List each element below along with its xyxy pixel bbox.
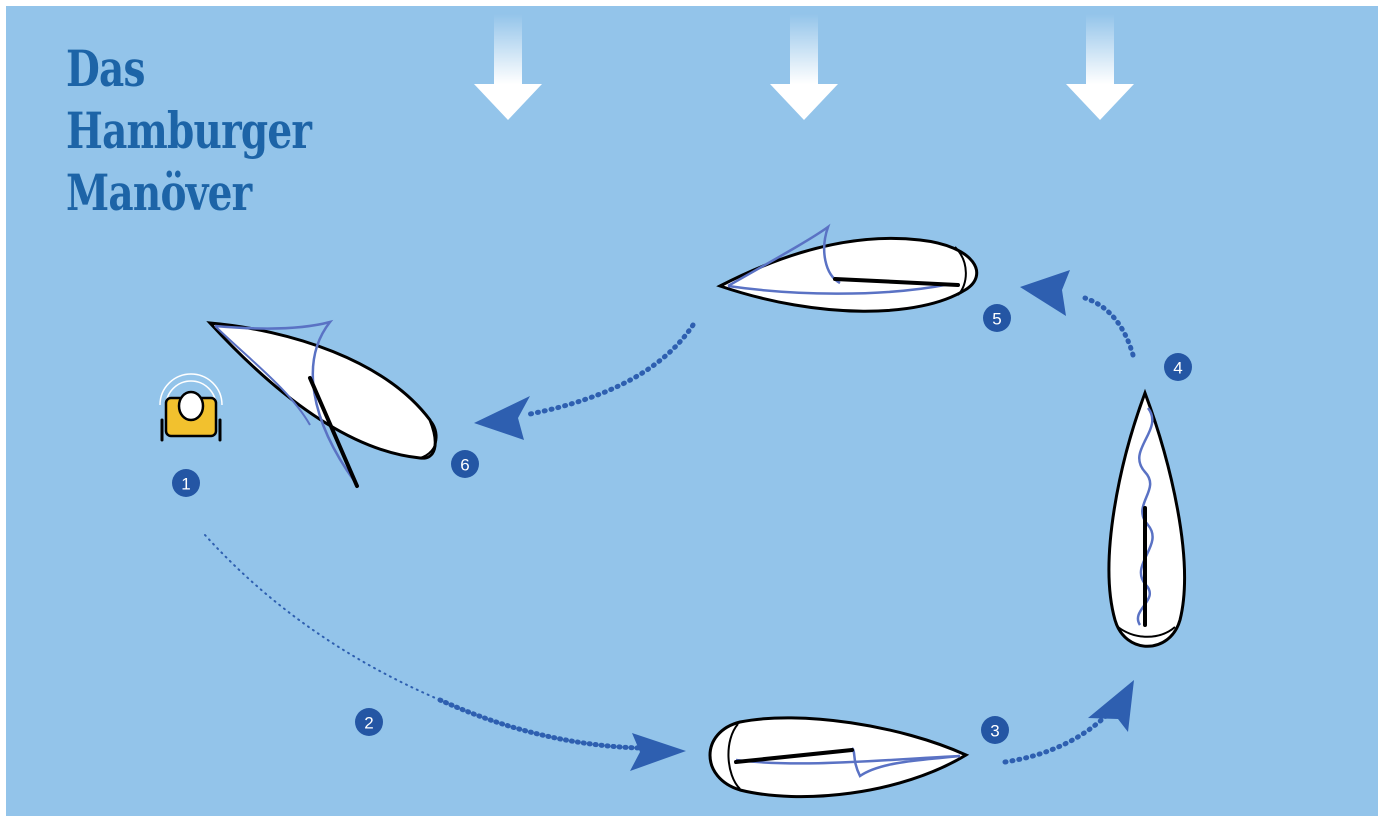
step-badge-3: 3 [981, 716, 1009, 744]
title-line-3: Manöver [66, 163, 252, 222]
step-badge-6: 6 [451, 450, 479, 478]
step-label-3: 3 [990, 722, 999, 741]
step-badge-5: 5 [983, 304, 1011, 332]
step-label-6: 6 [460, 456, 469, 475]
step-label-2: 2 [364, 714, 373, 733]
person-overboard-icon [159, 373, 223, 442]
title-line-1: Das [66, 39, 145, 98]
wind-arrow-icon [474, 14, 542, 120]
step-badge-1: 1 [172, 469, 200, 497]
step-badge-4: 4 [1164, 353, 1192, 381]
step-badge-2: 2 [355, 708, 383, 736]
step-label-1: 1 [181, 475, 190, 494]
path-arrowhead [630, 733, 686, 771]
path-arrowhead [474, 396, 530, 440]
page-title: Das Hamburger Manöver [66, 38, 394, 224]
path-arrowhead [1020, 270, 1070, 316]
path-arrowhead [1088, 680, 1134, 732]
sailboat-icon [716, 223, 979, 313]
wind-arrow-icon [770, 14, 838, 120]
sailboat-icon [708, 716, 970, 799]
course-path [204, 295, 1136, 765]
step-label-5: 5 [992, 310, 1001, 329]
step-label-4: 4 [1173, 359, 1182, 378]
title-line-2: Hamburger [66, 101, 312, 160]
sailboat-icon [1107, 388, 1186, 648]
wind-arrow-icon [1066, 14, 1134, 120]
sailboat-icon [206, 319, 438, 488]
